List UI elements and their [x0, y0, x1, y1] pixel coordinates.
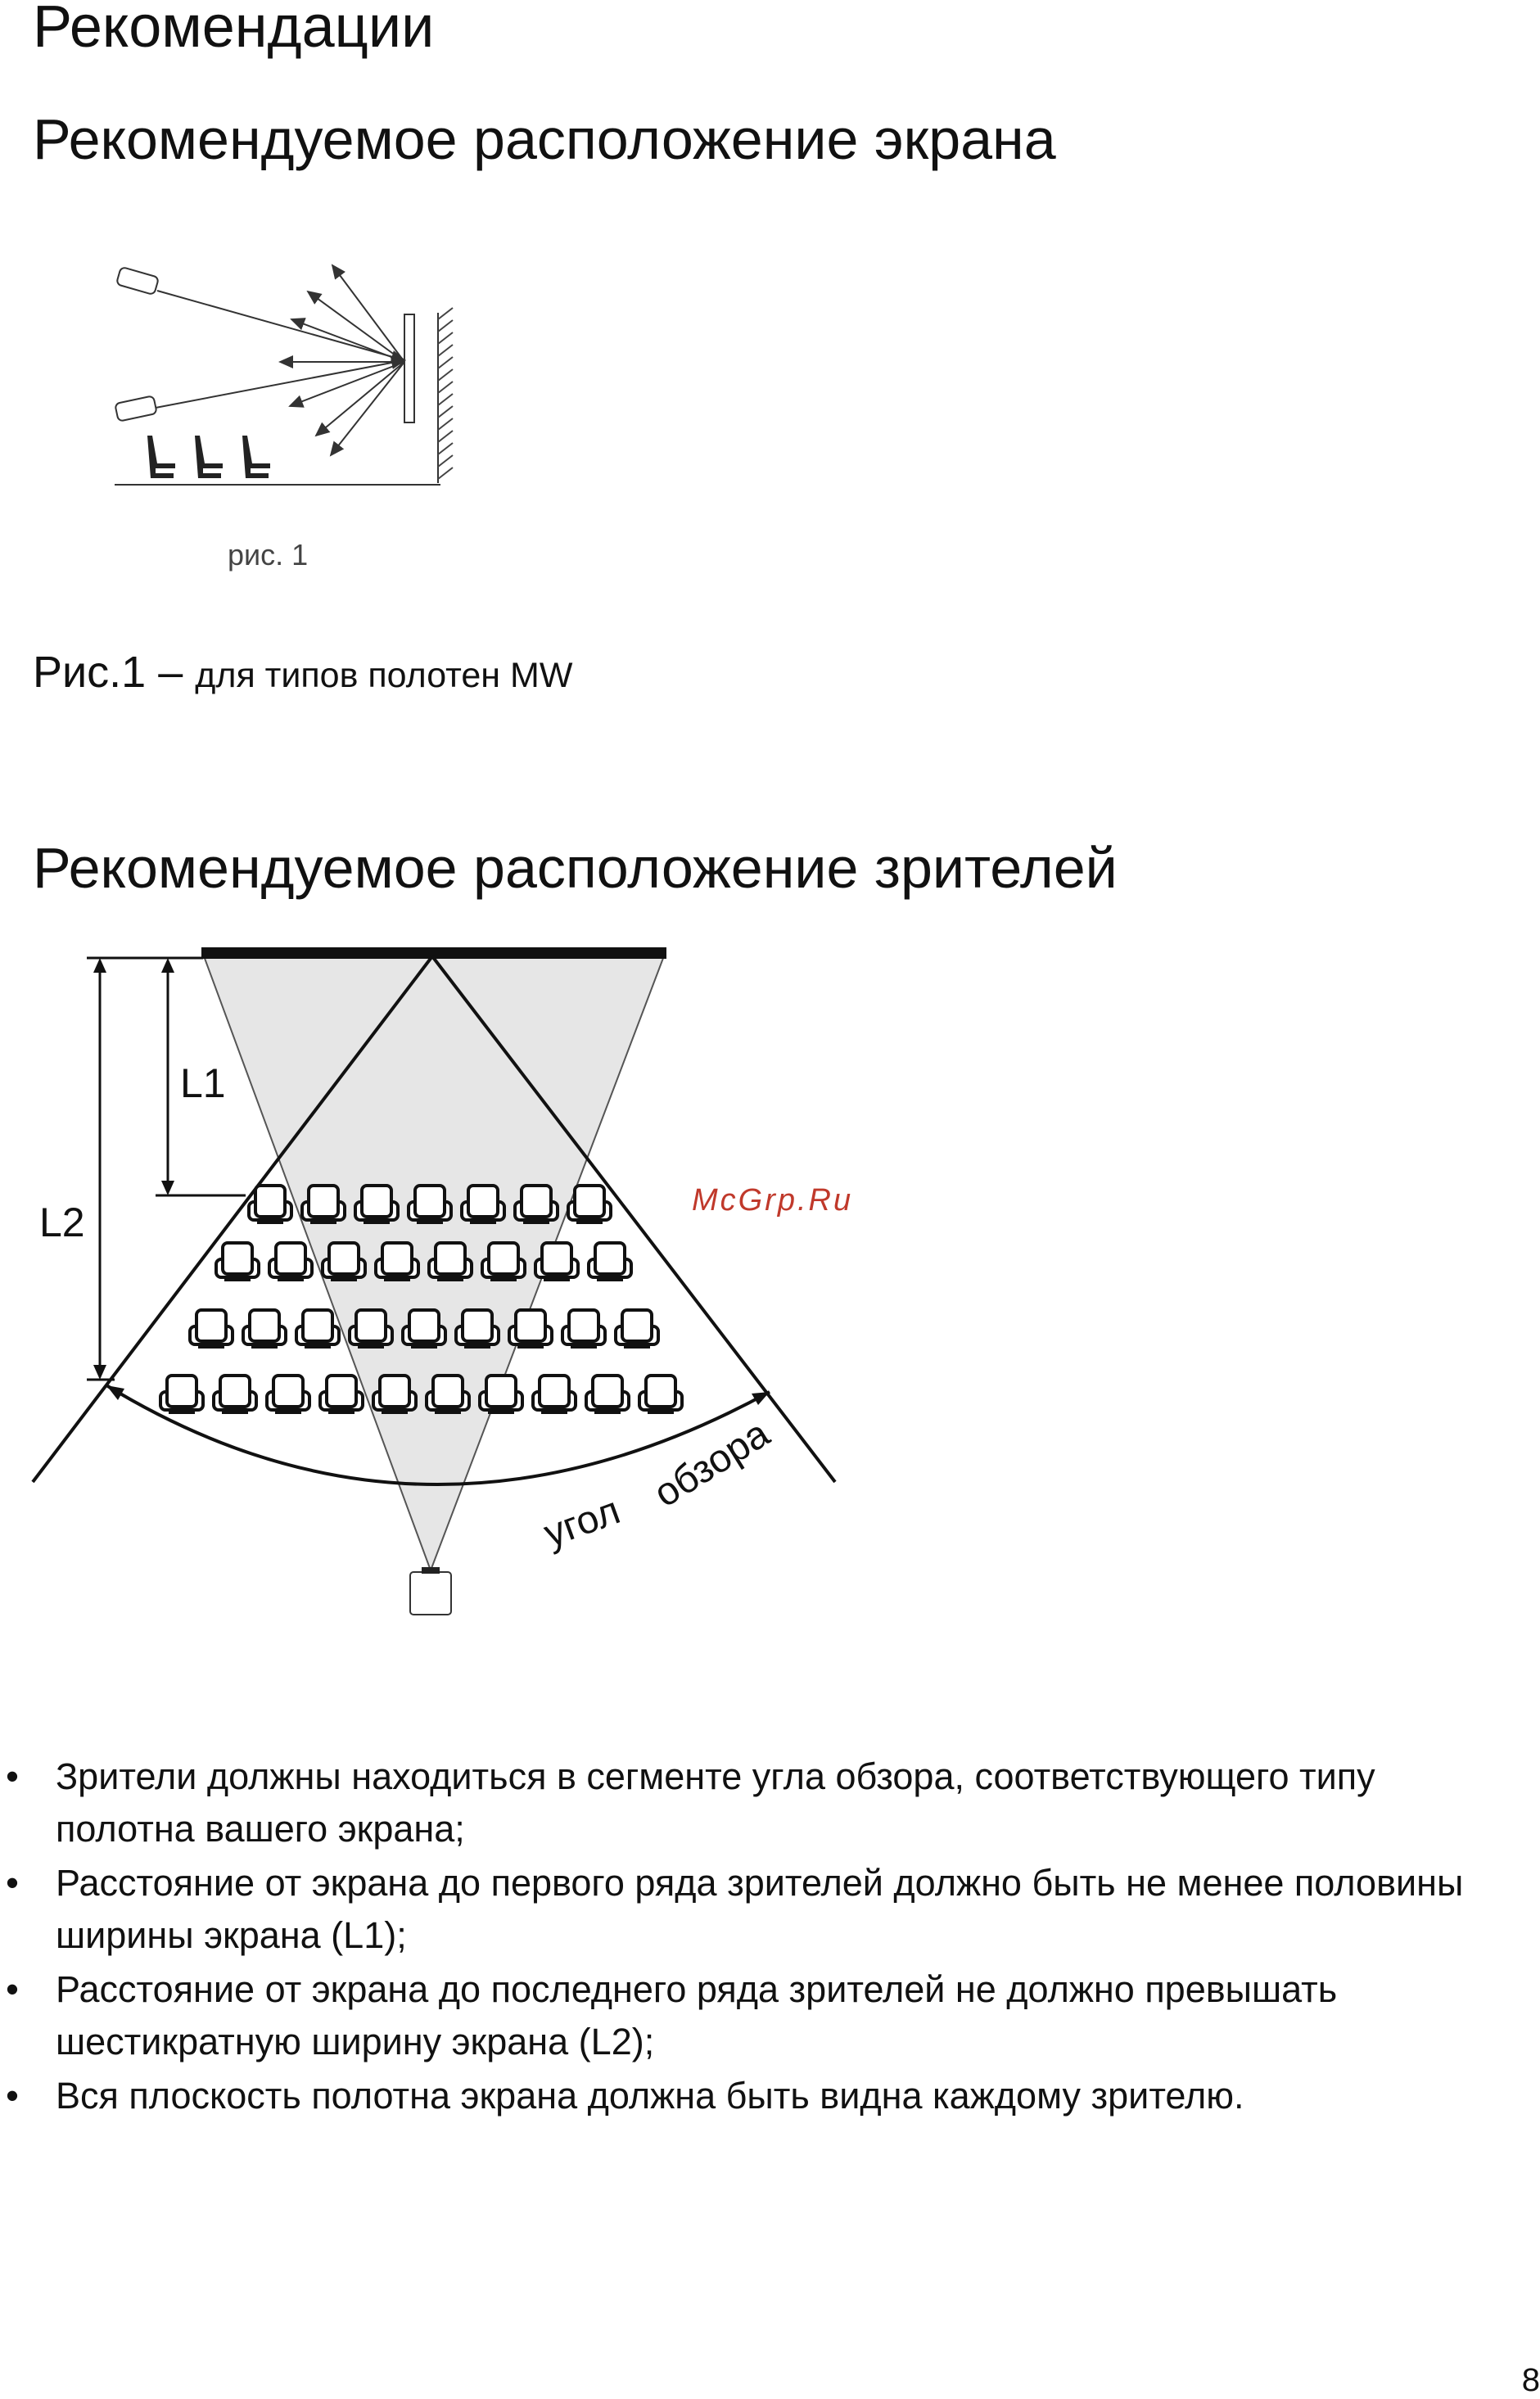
bullet-marker: • [6, 1755, 19, 1797]
seat-icon [407, 1184, 453, 1224]
seat-icon [531, 1374, 577, 1414]
angle-label-2: обзора [647, 1412, 778, 1516]
projector-bottom-icon [115, 356, 406, 422]
seat-icon [561, 1308, 607, 1349]
seat-icon [300, 1184, 346, 1224]
angle-label-1: угол [539, 1489, 626, 1556]
seat-icon [321, 1241, 367, 1281]
seat-icon [638, 1374, 684, 1414]
seat-icon [585, 1374, 630, 1414]
bullet-marker: • [6, 1968, 19, 2010]
seat-icon [215, 1241, 260, 1281]
page-title: Рекомендации [33, 0, 435, 60]
seat-icon [454, 1308, 500, 1349]
seat-icon [567, 1184, 612, 1224]
seat-icon [295, 1308, 341, 1349]
seat-icon [265, 1374, 311, 1414]
viewers-placement-figure: L1 L2 угол обзора McGrp.Ru [31, 947, 853, 1615]
projector-icon [409, 1567, 452, 1615]
wall [437, 307, 454, 483]
seat-icon [614, 1308, 660, 1349]
seat-icon [348, 1308, 394, 1349]
seat-icon [318, 1374, 364, 1414]
seat-icon [242, 1308, 287, 1349]
seat-icon [372, 1374, 418, 1414]
seat-icon [427, 1241, 473, 1281]
watermark: McGrp.Ru [692, 1183, 853, 1218]
reflected-rays [278, 264, 405, 457]
viewing-angle-arc [105, 1384, 770, 1486]
seat-icon [425, 1374, 471, 1414]
list-item-text: Вся плоскость полотна экрана должна быть… [56, 2075, 1244, 2117]
viewing-angle-left-line [31, 955, 434, 1484]
l2-label: L2 [39, 1200, 85, 1245]
seat-icon [247, 1184, 293, 1224]
page-number: 8 [1521, 2362, 1540, 2398]
caption-tail: для типов полотен MW [195, 656, 573, 695]
seat-icon [481, 1241, 526, 1281]
recommendations-list: • Зрители должны находиться в сегменте уг… [0, 1751, 1540, 2124]
seat-icon [508, 1308, 553, 1349]
seat-icon [212, 1374, 258, 1414]
seat-icon [534, 1241, 580, 1281]
l2-dimension [87, 956, 156, 1381]
screen-bar [201, 947, 666, 959]
seat-icon [374, 1241, 420, 1281]
l1-dimension [156, 956, 246, 1197]
figure-label: рис. 1 [228, 538, 308, 572]
list-item-text: Зрители должны находиться в сегменте угл… [56, 1755, 1375, 1850]
seat-rows [159, 1184, 684, 1414]
seat-icon [513, 1184, 559, 1224]
screen-panel [404, 314, 415, 423]
seat-icon [268, 1241, 314, 1281]
seat-icon [587, 1241, 633, 1281]
projector-top-icon [116, 267, 406, 364]
screen-section-heading: Рекомендуемое расположение экрана [33, 107, 1056, 171]
viewers-section-heading: Рекомендуемое расположение зрителей [33, 836, 1118, 900]
list-item: • Расстояние от экрана до первого ряда зр… [0, 1857, 1497, 1962]
seat-icon [478, 1374, 524, 1414]
seat-icon [460, 1184, 506, 1224]
seats-icon [147, 436, 270, 478]
list-item: • Зрители должны находиться в сегменте уг… [0, 1751, 1497, 1855]
list-item-text: Расстояние от экрана до последнего ряда … [56, 1968, 1338, 2062]
list-item: • Вся плоскость полотна экрана должна быт… [0, 2070, 1497, 2122]
bullet-marker: • [6, 1862, 19, 1904]
seat-icon [354, 1184, 400, 1224]
figure-caption: Рис.1 – для типов полотен MW [33, 647, 572, 698]
screen-placement-figure: рис. 1 [115, 264, 454, 572]
seat-icon [401, 1308, 447, 1349]
bullet-marker: • [6, 2075, 19, 2117]
caption-lead: Рис.1 – [33, 648, 196, 697]
list-item-text: Расстояние от экрана до первого ряда зри… [56, 1862, 1464, 1956]
seat-icon [159, 1374, 205, 1414]
seat-icon [188, 1308, 234, 1349]
l1-label: L1 [180, 1060, 226, 1106]
list-item: • Расстояние от экрана до последнего ряда… [0, 1963, 1497, 2068]
